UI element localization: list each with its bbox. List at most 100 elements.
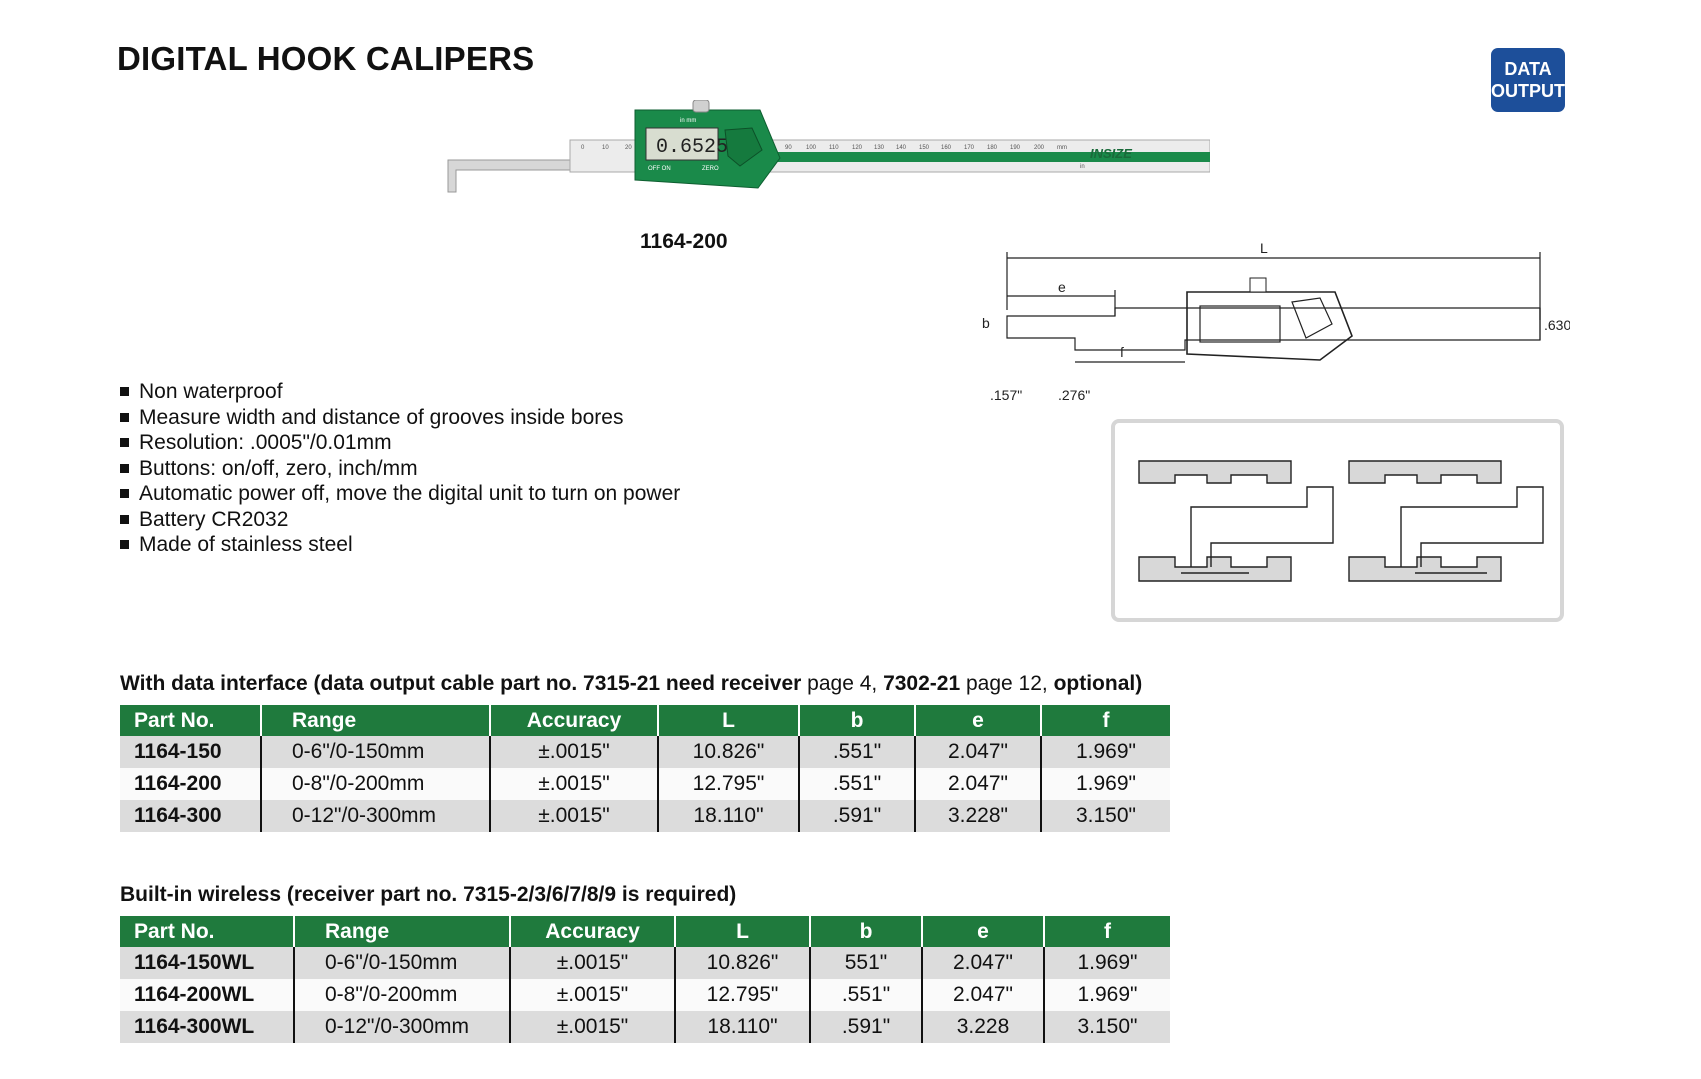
table-cell: 12.795" (674, 979, 810, 1011)
table-cell: 2.047" (921, 947, 1044, 979)
label-276: .276" (1058, 387, 1090, 403)
product-model: 1164-200 (640, 230, 728, 253)
scale-label: 200 (1034, 145, 1045, 151)
feature-list: Non waterproof Measure width and distanc… (120, 379, 680, 558)
scale-label: 180 (987, 145, 998, 151)
scale-label: 0 (581, 145, 585, 151)
table-cell: 3.228" (914, 800, 1041, 832)
caliper-beam-outline (1006, 307, 1541, 351)
col-header: Part No. (120, 705, 261, 736)
table-cell: 10.826" (657, 736, 799, 768)
bore-bottom-left (1138, 556, 1292, 582)
table-cell: 0-8"/0-200mm (260, 768, 490, 800)
scale-label: 120 (852, 145, 863, 151)
table-cell: 0-6"/0-150mm (293, 947, 510, 979)
unit-button-label: in mm (680, 118, 696, 124)
spec-table-data-interface: Part No. Range Accuracy L b e f 1164-150… (120, 705, 1170, 832)
table-cell: ±.0015" (489, 768, 658, 800)
scale-label: mm (1057, 145, 1067, 151)
table-row: 1164-300WL 0-12"/0-300mm ±.0015" 18.110"… (120, 1011, 1170, 1043)
label-157: .157" (990, 387, 1022, 403)
table-cell: 0-8"/0-200mm (293, 979, 510, 1011)
data-output-badge: DATA OUTPUT (1491, 48, 1565, 112)
hook-caliper-left (1190, 486, 1334, 567)
spec-table-wireless: Part No. Range Accuracy L b e f 1164-150… (120, 916, 1170, 1043)
scale-label: 10 (602, 145, 609, 151)
table-cell: 551" (809, 947, 922, 979)
scale-label: 20 (625, 145, 632, 151)
badge-line-1: DATA (1504, 59, 1552, 79)
table-cell: 2.047" (914, 768, 1041, 800)
scale-label: 190 (1010, 145, 1021, 151)
table-row: 1164-300 0-12"/0-300mm ±.0015" 18.110" .… (120, 800, 1170, 832)
table-cell: 1164-200 (120, 768, 261, 800)
col-header: e (921, 916, 1044, 947)
scale-label: 110 (829, 145, 839, 151)
table-cell: ±.0015" (509, 947, 675, 979)
table-cell: 2.047" (921, 979, 1044, 1011)
label-e: e (1058, 279, 1066, 295)
col-header: b (798, 705, 915, 736)
caliper-head-outline (1186, 291, 1353, 361)
table-cell: 3.150" (1043, 1011, 1170, 1043)
table-cell: ±.0015" (489, 736, 658, 768)
feature-item: Resolution: .0005"/0.01mm (120, 430, 680, 456)
table-cell: .551" (798, 736, 915, 768)
diagram-lcd (1199, 305, 1281, 343)
bore-bottom-right (1348, 556, 1502, 582)
scale-label: 140 (896, 145, 907, 151)
table-cell: 3.150" (1040, 800, 1170, 832)
table-row: 1164-150 0-6"/0-150mm ±.0015" 10.826" .5… (120, 736, 1170, 768)
feature-item: Automatic power off, move the digital un… (120, 481, 680, 507)
scale-label: 160 (941, 145, 952, 151)
table-cell: 1.969" (1040, 736, 1170, 768)
table-cell: ±.0015" (509, 979, 675, 1011)
scale-label: 90 (785, 145, 792, 151)
table-cell: 0-6"/0-150mm (260, 736, 490, 768)
zero-button-label: ZERO (702, 166, 719, 172)
table-cell: 18.110" (674, 1011, 810, 1043)
col-header: Range (293, 916, 510, 947)
usage-illustration (1111, 419, 1564, 622)
col-header: Accuracy (509, 916, 675, 947)
thumb-wheel (692, 100, 710, 113)
table2-caption: Built-in wireless (receiver part no. 731… (120, 883, 737, 906)
scale-label: 150 (919, 145, 930, 151)
scale-label: 100 (806, 145, 817, 151)
table-header-row: Part No. Range Accuracy L b e f (120, 705, 1170, 736)
scale-label: in (1080, 164, 1085, 170)
diagram-port (1291, 297, 1333, 339)
table-cell: 12.795" (657, 768, 799, 800)
label-f: f (1120, 344, 1124, 360)
scale-label: 170 (964, 145, 975, 151)
table-cell: ±.0015" (489, 800, 658, 832)
col-header: Part No. (120, 916, 294, 947)
col-header: Range (260, 705, 490, 736)
caption-part-5: optional) (1053, 672, 1143, 695)
label-b: b (982, 315, 990, 331)
hook-caliper-right (1400, 486, 1544, 567)
table-cell: 1.969" (1043, 947, 1170, 979)
usage-drawing (1138, 460, 1544, 582)
brand-logo: INSIZE (1090, 146, 1132, 161)
table-cell: .551" (798, 768, 915, 800)
table-cell: 0-12"/0-300mm (260, 800, 490, 832)
bore-top-left (1138, 460, 1292, 484)
table-cell: .551" (809, 979, 922, 1011)
label-630: .630" (1544, 317, 1570, 333)
table-cell: 1164-150 (120, 736, 261, 768)
table-cell: 1164-300 (120, 800, 261, 832)
table-cell: 3.228 (921, 1011, 1044, 1043)
table-cell: 1.969" (1040, 768, 1170, 800)
table-cell: 1.969" (1043, 979, 1170, 1011)
table-cell: 0-12"/0-300mm (293, 1011, 510, 1043)
caption-part-3: 7302-21 (883, 672, 961, 695)
label-L: L (1260, 240, 1268, 256)
table-cell: 1164-200WL (120, 979, 294, 1011)
feature-item: Buttons: on/off, zero, inch/mm (120, 456, 680, 482)
table-cell: 18.110" (657, 800, 799, 832)
table-cell: 10.826" (674, 947, 810, 979)
bore-top-right (1348, 460, 1502, 484)
feature-item: Battery CR2032 (120, 507, 680, 533)
feature-item: Made of stainless steel (120, 532, 680, 558)
